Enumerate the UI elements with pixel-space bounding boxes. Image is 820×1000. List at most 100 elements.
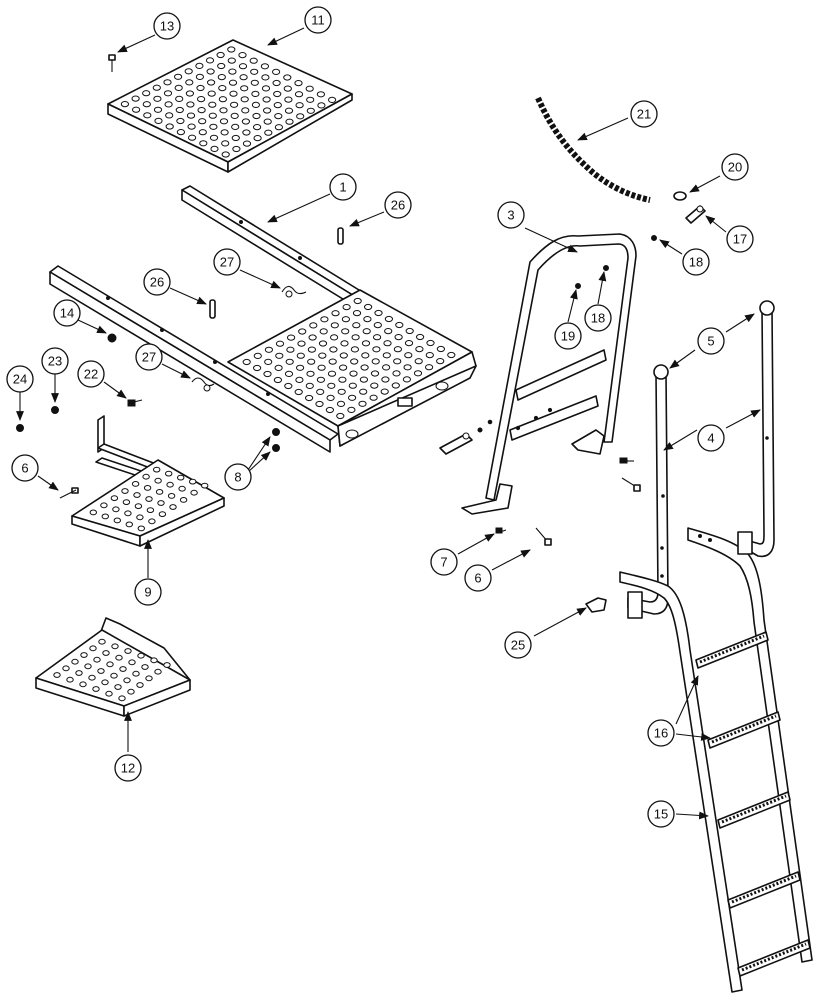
svg-text:1: 1 [339, 180, 346, 195]
step-perforation [62, 665, 70, 672]
deck-perforation [273, 376, 282, 384]
step-perforation [134, 503, 143, 510]
deck-perforation [359, 376, 368, 383]
deck-perforation [307, 358, 316, 365]
deck-perforation [287, 334, 296, 341]
callout-6-left: 6 [11, 454, 39, 482]
ladder-tread-16 [695, 631, 769, 669]
deck-perforation [331, 310, 340, 317]
plate-perforation [283, 85, 292, 92]
deck-perforation [337, 388, 346, 395]
chain-21 [535, 96, 651, 203]
plate-perforation [217, 74, 226, 81]
plate-perforation [273, 90, 282, 98]
plate-perforation [219, 118, 229, 125]
svg-text:19: 19 [561, 329, 575, 344]
deck-perforation [360, 364, 369, 371]
deck-perforation [318, 352, 327, 359]
plate-perforation [273, 102, 282, 109]
step-perforation [148, 518, 156, 525]
step-perforation [136, 514, 144, 521]
deck-perforation [306, 370, 315, 377]
deck-perforation [436, 358, 445, 365]
svg-text:12: 12 [121, 761, 135, 776]
step-perforation [166, 481, 174, 488]
plate-perforation [229, 90, 238, 97]
nut-8a [272, 428, 280, 436]
callout-1: 1 [329, 173, 357, 201]
deck-perforation [316, 376, 325, 383]
plate-perforation [252, 112, 261, 120]
plate-perforation [175, 106, 184, 114]
plate-perforation [198, 129, 207, 136]
step-perforation [123, 677, 131, 684]
step-perforation [92, 686, 100, 692]
step-perforation [110, 495, 119, 502]
svg-text:15: 15 [654, 807, 668, 822]
deck-perforation [309, 322, 318, 329]
plate-perforation [262, 96, 271, 103]
svg-text:22: 22 [84, 367, 98, 382]
deck-perforation [275, 352, 284, 359]
plate-perforation [198, 118, 207, 125]
callout-8: 8 [224, 463, 252, 491]
deck-perforation [384, 315, 393, 323]
deck-perforation [426, 339, 435, 347]
plate-perforation [208, 112, 217, 119]
step-perforation [136, 682, 144, 688]
svg-text:24: 24 [13, 372, 27, 387]
deck-perforation [325, 406, 334, 414]
step-perforation [150, 657, 158, 664]
deck-perforation [336, 400, 346, 407]
plate-perforation [240, 85, 249, 92]
step-perforation [100, 502, 108, 509]
deck-perforation [358, 400, 367, 407]
handrail-gate-3 [461, 233, 637, 515]
callout-17: 17 [726, 225, 754, 253]
plate-perforation [205, 57, 215, 64]
step-perforation [88, 674, 96, 681]
plate-perforation [165, 123, 174, 130]
deck-perforation [340, 340, 349, 347]
plate-perforation [249, 57, 258, 64]
svg-text:4: 4 [707, 431, 714, 446]
plate-perforation [217, 62, 226, 70]
plate-perforation [253, 124, 262, 131]
deck-perforation [384, 328, 393, 335]
clip-25 [585, 597, 607, 613]
deck-perforation [402, 376, 411, 383]
plate-perforation [231, 123, 240, 131]
pin-26-lower [209, 299, 216, 319]
svg-text:11: 11 [311, 13, 325, 28]
svg-text:27: 27 [142, 350, 156, 365]
step-perforation [145, 675, 153, 682]
plate-perforation [241, 118, 250, 125]
deck-perforation [275, 340, 285, 347]
deck-perforation [297, 340, 306, 347]
svg-text:5: 5 [707, 334, 714, 349]
plate-perforation [317, 102, 326, 109]
plate-perforation [197, 107, 206, 114]
callout-14: 14 [53, 299, 81, 327]
deck-perforation [336, 412, 345, 420]
deck-perforation [403, 364, 412, 371]
svg-text:6: 6 [474, 571, 481, 586]
step-perforation [53, 672, 61, 678]
bolt-6-left [59, 487, 79, 499]
callout-27-upper: 27 [213, 248, 241, 276]
step-perforation [143, 485, 152, 491]
callout-26-lower: 26 [143, 268, 171, 296]
deck-perforation [317, 364, 326, 371]
callout-15: 15 [647, 800, 675, 828]
plate-perforation [210, 145, 219, 152]
step-perforation [177, 474, 185, 481]
deck-perforation [274, 364, 283, 371]
svg-text:16: 16 [654, 726, 668, 741]
plate-perforation [328, 96, 337, 104]
deck-perforation [330, 322, 339, 329]
step-perforation [112, 506, 120, 513]
step-perforation [93, 656, 101, 663]
deck-perforation [305, 394, 314, 402]
clip-27-lower [191, 377, 215, 392]
